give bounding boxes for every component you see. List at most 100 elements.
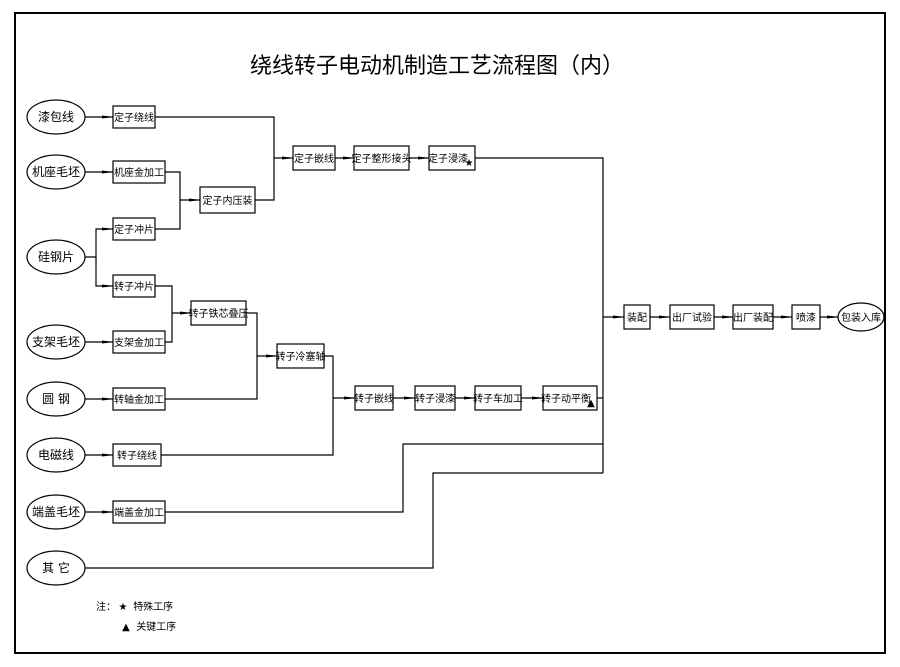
material-node: 端盖毛坯 (26, 494, 86, 530)
process-label: 喷漆 (796, 311, 816, 324)
legend: 注：★ 特殊工序 ▲ 关键工序 (96, 598, 176, 638)
process-label: 装配 (627, 311, 647, 324)
process-node: 转子浸漆 (414, 385, 456, 411)
process-label: 转子动平衡 (541, 392, 591, 405)
box-shape (199, 186, 256, 214)
box-shape (112, 217, 156, 241)
legend-item-special: 注：★ 特殊工序 (96, 598, 176, 618)
process-node: 转子绕线 (112, 443, 162, 467)
process-node: 机座金加工 (112, 160, 166, 184)
oval-shape (26, 381, 86, 417)
oval-shape (837, 302, 885, 332)
material-node: 其 它 (26, 550, 86, 586)
material-label: 硅钢片 (38, 250, 74, 264)
process-label: 定子浸漆 (428, 152, 468, 165)
process-node: 转子冷塞轴 (276, 343, 326, 369)
oval-shape (26, 99, 86, 135)
process-node: 转子嵌线 (354, 385, 394, 411)
box-shape (112, 160, 166, 184)
process-node: 定子浸漆★ (428, 145, 476, 171)
box-shape (474, 385, 522, 411)
material-label: 其 它 (42, 560, 70, 575)
oval-shape (26, 239, 86, 275)
process-node: 端盖金加工 (112, 500, 166, 524)
box-shape (732, 304, 774, 330)
line-connector (155, 285, 173, 343)
process-label: 转子车加工 (473, 392, 523, 405)
box-shape (669, 304, 715, 330)
material-label: 漆包线 (38, 110, 74, 124)
line-connector (165, 312, 258, 400)
legend-prefix: 注： (96, 602, 116, 613)
process-label: 机座金加工 (114, 166, 164, 179)
box-shape (112, 443, 162, 467)
line-connector (85, 472, 603, 569)
material-label: 电磁线 (38, 447, 74, 462)
oval-shape (26, 437, 86, 473)
process-label: 转子嵌线 (354, 392, 394, 405)
oval-shape (26, 494, 86, 530)
process-node: 转轴金加工 (112, 387, 166, 411)
triangle-icon: ▲ (122, 622, 130, 633)
process-label: 出厂试验 (672, 311, 712, 324)
legend-label: 关键工序 (136, 622, 177, 633)
material-node: 漆包线 (26, 99, 86, 135)
material-node: 机座毛坯 (26, 154, 86, 190)
process-label: 出厂装配 (733, 311, 773, 324)
process-label: 转轴金加工 (114, 393, 164, 406)
process-node: 定子绕线 (112, 105, 156, 129)
process-node: 出厂装配 (732, 304, 774, 330)
star-icon: ★ (118, 602, 128, 613)
process-node: 定子嵌线 (292, 145, 336, 171)
material-node: 支架毛坯 (26, 324, 86, 360)
box-shape (190, 300, 247, 326)
legend-item-key: ▲ 关键工序 (96, 618, 176, 638)
process-node: 定子整形接头 (352, 145, 412, 171)
process-node: 定子内压装 (199, 186, 256, 214)
box-shape (112, 387, 166, 411)
process-label: 定子冲片 (114, 223, 154, 236)
process-node: 转子车加工 (473, 385, 523, 411)
process-label: 定子绕线 (114, 111, 154, 124)
process-label: 端盖金加工 (114, 506, 164, 519)
triangle-icon: ▲ (587, 398, 595, 409)
material-node: 硅钢片 (26, 239, 86, 275)
box-shape (292, 145, 336, 171)
process-label: 转子冲片 (114, 280, 154, 293)
process-node: 转子动平衡▲ (541, 385, 598, 411)
box-shape (414, 385, 456, 411)
box-shape (623, 304, 651, 330)
box-shape (354, 385, 394, 411)
box-shape (112, 500, 166, 524)
box-shape (353, 145, 410, 171)
box-shape (112, 105, 156, 129)
box-shape (542, 385, 598, 411)
diagram-title: 绕线转子电动机制造工艺流程图（内） (250, 54, 625, 79)
process-node: 定子冲片 (112, 217, 156, 241)
process-node: 喷漆 (791, 304, 821, 330)
line-connector (161, 355, 334, 456)
box-shape (791, 304, 821, 330)
process-label: 转子浸漆 (415, 392, 455, 405)
process-label: 定子嵌线 (294, 152, 334, 165)
material-label: 圆 钢 (42, 392, 70, 406)
process-label: 支架金加工 (114, 336, 164, 349)
oval-shape (26, 154, 86, 190)
process-label: 转子铁芯叠压 (189, 307, 249, 320)
process-label: 定子整形接头 (352, 152, 412, 165)
end-label: 包装入库 (841, 311, 881, 324)
oval-shape (26, 324, 86, 360)
process-node: 装配 (623, 304, 651, 330)
process-label: 转子绕线 (117, 449, 157, 462)
process-label: 转子冷塞轴 (276, 350, 326, 363)
legend-label: 特殊工序 (133, 602, 174, 613)
arrow-connector (85, 227, 114, 258)
end-node: 包装入库 (837, 302, 885, 332)
box-shape (428, 145, 476, 171)
process-node: 支架金加工 (112, 330, 166, 354)
process-node: 出厂试验 (669, 304, 715, 330)
line-connector (475, 157, 604, 473)
box-shape (112, 330, 166, 354)
